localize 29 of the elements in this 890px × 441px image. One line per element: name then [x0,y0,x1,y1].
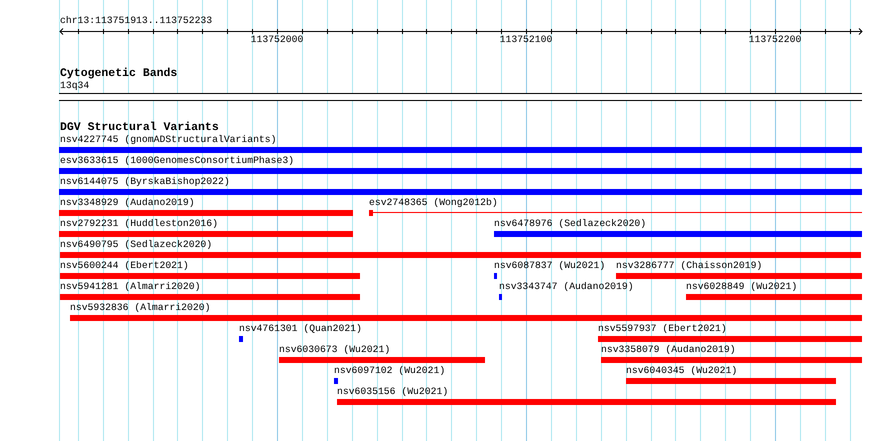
variant-label: esv3633615 (1000GenomesConsortiumPhase3) [60,155,294,167]
tick-label: 113752200 [748,34,802,46]
tick-label: 113752000 [250,34,304,46]
variant-label: nsv3348929 (Audano2019) [60,197,195,209]
variant-label: esv2748365 (Wong2012b) [369,197,498,209]
variant-label: nsv4227745 (gnomADStructuralVariants) [60,134,276,146]
variant-label: nsv6035156 (Wu2021) [337,386,448,398]
variant-label: nsv3358079 (Audano2019) [601,344,736,356]
variant-label: nsv2792231 (Huddleston2016) [60,218,218,230]
track-title: Cytogenetic Bands [60,67,178,81]
band-label: 13q34 [60,80,90,92]
variant-label: nsv3286777 (Chaisson2019) [616,260,762,272]
variant-label: nsv6490795 (Sedlazeck2020) [60,239,212,251]
variant-label: nsv6097102 (Wu2021) [334,365,446,377]
variant-label: nsv5941281 (Almarri2020) [60,281,200,293]
variant-label: nsv6028849 (Wu2021) [686,281,798,293]
variant-label: nsv5600244 (Ebert2021) [60,260,189,272]
variant-label: nsv3343747 (Audano2019) [499,281,634,293]
tick-label: 113752100 [500,34,552,46]
position-label: chr13:113751913..113752233 [60,15,212,27]
variant-label: nsv6087837 (Wu2021) [494,260,606,272]
variant-label: nsv5932836 (Almarri2020) [70,302,210,314]
variant-label: nsv6144075 (ByrskaBishop2022) [60,176,230,188]
variant-label: nsv6030673 (Wu2021) [279,344,390,356]
variant-label: nsv6040345 (Wu2021) [626,365,738,377]
track-title: DGV Structural Variants [60,121,219,135]
variant-label: nsv5597937 (Ebert2021) [598,323,727,335]
variant-label: nsv6478976 (Sedlazeck2020) [494,218,646,230]
variant-label: nsv4761301 (Quan2021) [239,323,362,335]
